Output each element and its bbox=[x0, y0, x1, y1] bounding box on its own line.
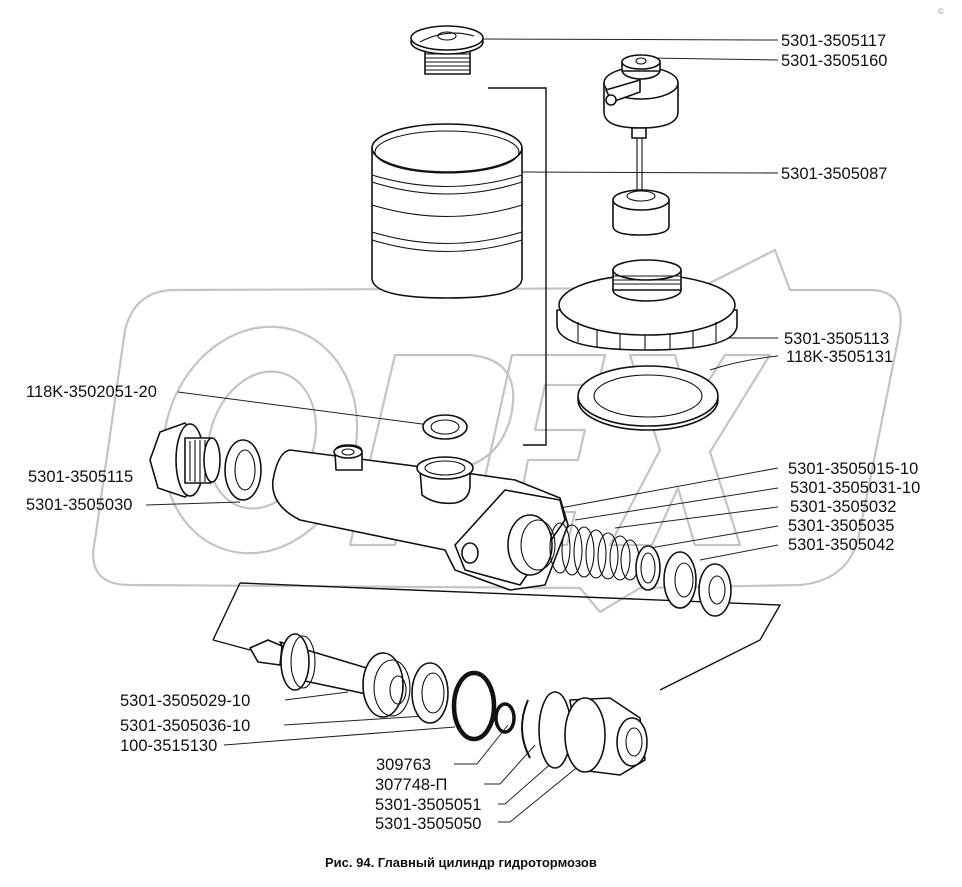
piston-cup bbox=[411, 662, 449, 724]
plug-washer bbox=[224, 439, 262, 501]
leader-lines bbox=[145, 38, 779, 823]
return-spring bbox=[549, 522, 640, 581]
part-label: 5301-3505032 bbox=[790, 498, 896, 516]
reservoir-gasket bbox=[577, 365, 719, 431]
end-plug bbox=[149, 422, 221, 498]
part-label: 5301-3505160 bbox=[781, 52, 887, 70]
part-label: 118K-3505131 bbox=[786, 348, 893, 366]
part-label: 100-3515130 bbox=[120, 737, 217, 755]
o-ring bbox=[422, 414, 468, 440]
corner-mark: © bbox=[938, 7, 944, 16]
sealing-ring bbox=[451, 670, 497, 742]
part-label: 5301-3505113 bbox=[784, 330, 889, 348]
reservoir-lid-nut bbox=[556, 259, 738, 351]
part-label: 5301-3505087 bbox=[781, 165, 887, 183]
fluid-reservoir bbox=[371, 123, 523, 299]
piston bbox=[249, 633, 411, 718]
part-label: 5301-3505117 bbox=[781, 32, 886, 50]
figure-caption: Рис. 94. Главный цилиндр гидротормозов bbox=[325, 855, 597, 870]
part-label: 5301-3505031-10 bbox=[790, 479, 920, 497]
part-label: 5301-3505035 bbox=[788, 517, 894, 535]
part-label: 307748-П bbox=[375, 776, 447, 794]
part-label: 309763 bbox=[376, 756, 431, 774]
part-labels: 5301-3505117 5301-3505160 5301-3505087 5… bbox=[26, 32, 920, 833]
reservoir-cap-plug bbox=[410, 25, 484, 75]
seal-cup bbox=[635, 545, 661, 591]
part-label: 5301-3505050 bbox=[375, 815, 481, 833]
spring-seat bbox=[663, 551, 697, 609]
protective-boot bbox=[564, 697, 648, 776]
part-label: 118K-3502051-20 bbox=[26, 383, 157, 401]
part-label: 5301-3505036-10 bbox=[120, 717, 250, 735]
level-sensor-cap bbox=[603, 54, 679, 236]
bracket-frames bbox=[212, 87, 782, 691]
part-label: 5301-3505029-10 bbox=[120, 692, 250, 710]
part-label: 5301-3505051 bbox=[375, 796, 481, 814]
retaining-ring bbox=[521, 699, 531, 759]
part-label: 5301-3505115 bbox=[28, 468, 133, 486]
part-label: 5301-3505030 bbox=[26, 496, 132, 514]
small-o-ring bbox=[494, 702, 516, 734]
valve-washer bbox=[698, 563, 732, 617]
part-label: 5301-3505015-10 bbox=[788, 460, 918, 478]
cylinder-body bbox=[271, 444, 569, 591]
part-label: 5301-3505042 bbox=[788, 536, 894, 554]
